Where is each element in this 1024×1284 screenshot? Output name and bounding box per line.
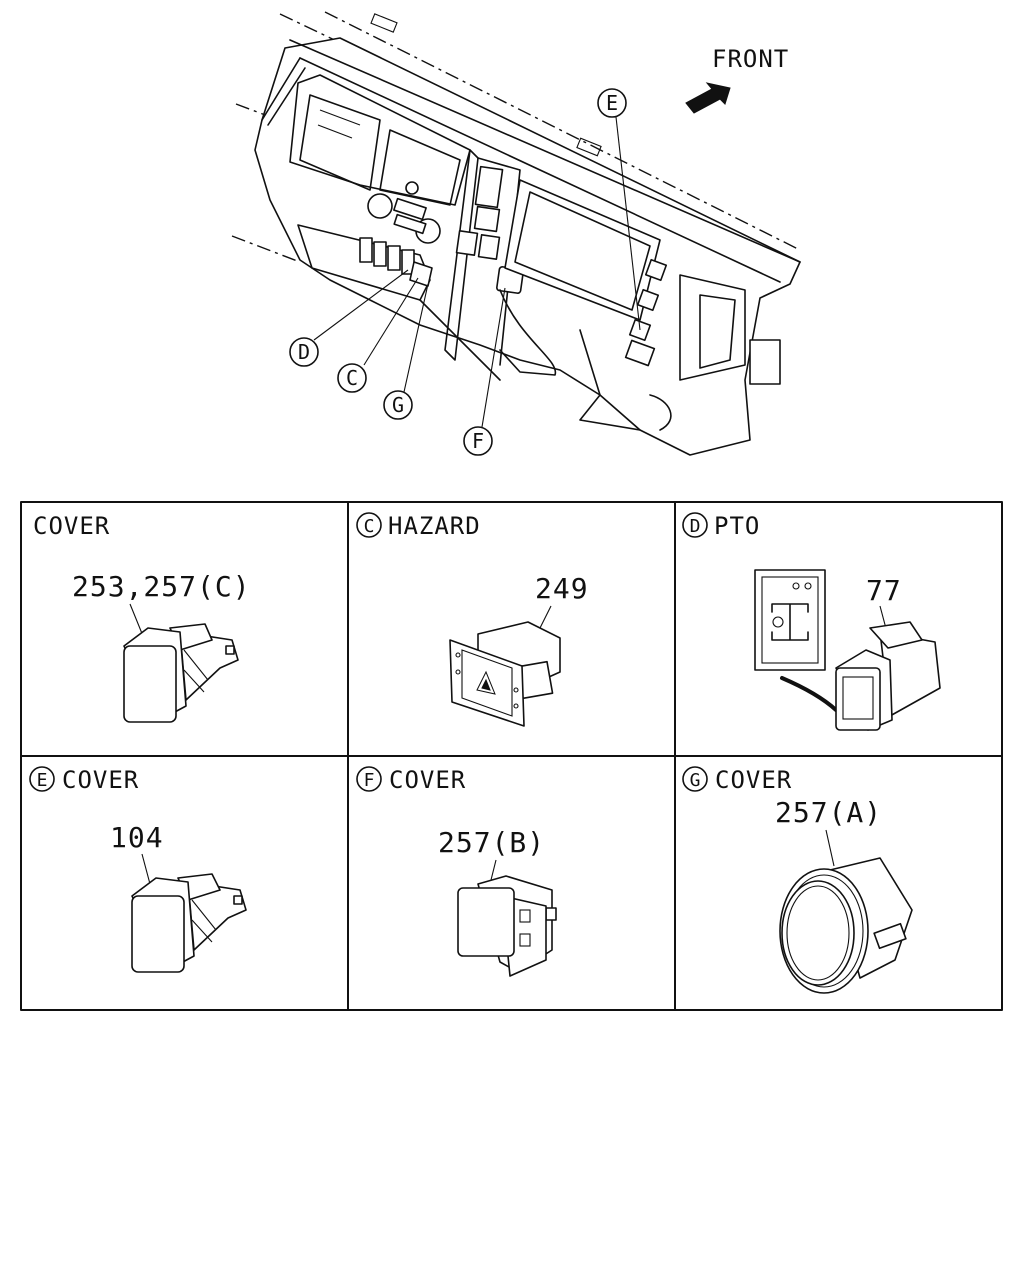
svg-text:E: E	[606, 91, 618, 115]
part-number: 257(B)	[438, 826, 545, 859]
svg-text:F: F	[472, 429, 484, 453]
svg-text:D: D	[298, 340, 310, 364]
dashboard-overview	[231, 11, 801, 456]
part-number: 257(A)	[775, 796, 882, 829]
callout-g: G	[383, 390, 413, 420]
callout-e: E	[597, 88, 627, 118]
callout-f: F	[463, 426, 493, 456]
panel-cover-257b: F COVER 257(B)	[356, 766, 557, 977]
panel-pto-77: D PTO 77	[682, 512, 941, 731]
pto-label-plate-illustration	[754, 569, 838, 712]
pto-switch-illustration	[835, 621, 941, 731]
panel-letter: D	[690, 516, 701, 537]
switch-cover-illustration	[131, 873, 247, 973]
switch-cover-illustration	[123, 623, 239, 723]
front-arrow-icon	[685, 82, 731, 114]
panel-hazard-249: C HAZARD 249	[356, 512, 589, 727]
svg-text:C: C	[346, 366, 358, 390]
panel-title: COVER	[33, 512, 110, 540]
svg-text:G: G	[392, 393, 404, 417]
panel-title: HAZARD	[388, 512, 481, 540]
blank-cover-illustration	[457, 875, 557, 977]
panel-title: COVER	[62, 766, 139, 794]
panel-letter: E	[37, 770, 48, 791]
panel-title: PTO	[714, 512, 760, 540]
front-indicator: FRONT	[685, 45, 789, 114]
part-number: 249	[535, 572, 589, 605]
parts-grid	[20, 501, 1003, 1011]
panel-cover-253-257c: COVER 253,257(C)	[33, 512, 251, 723]
panel-letter: F	[364, 770, 375, 791]
part-number: 104	[110, 821, 164, 854]
panel-cover-257a: G COVER 257(A)	[682, 766, 913, 994]
panel-letter: G	[690, 770, 701, 791]
part-number: 253,257(C)	[72, 570, 251, 603]
callout-leaders	[313, 116, 641, 428]
front-label: FRONT	[712, 45, 789, 73]
panel-cover-104: E COVER 104	[29, 766, 247, 973]
round-cover-illustration	[779, 857, 913, 994]
panel-title: COVER	[715, 766, 792, 794]
panel-letter: C	[364, 516, 375, 537]
hazard-switch-illustration	[449, 621, 561, 727]
callout-d: D	[289, 337, 319, 367]
callout-c: C	[337, 363, 367, 393]
panel-title: COVER	[389, 766, 466, 794]
part-number: 77	[866, 574, 902, 607]
